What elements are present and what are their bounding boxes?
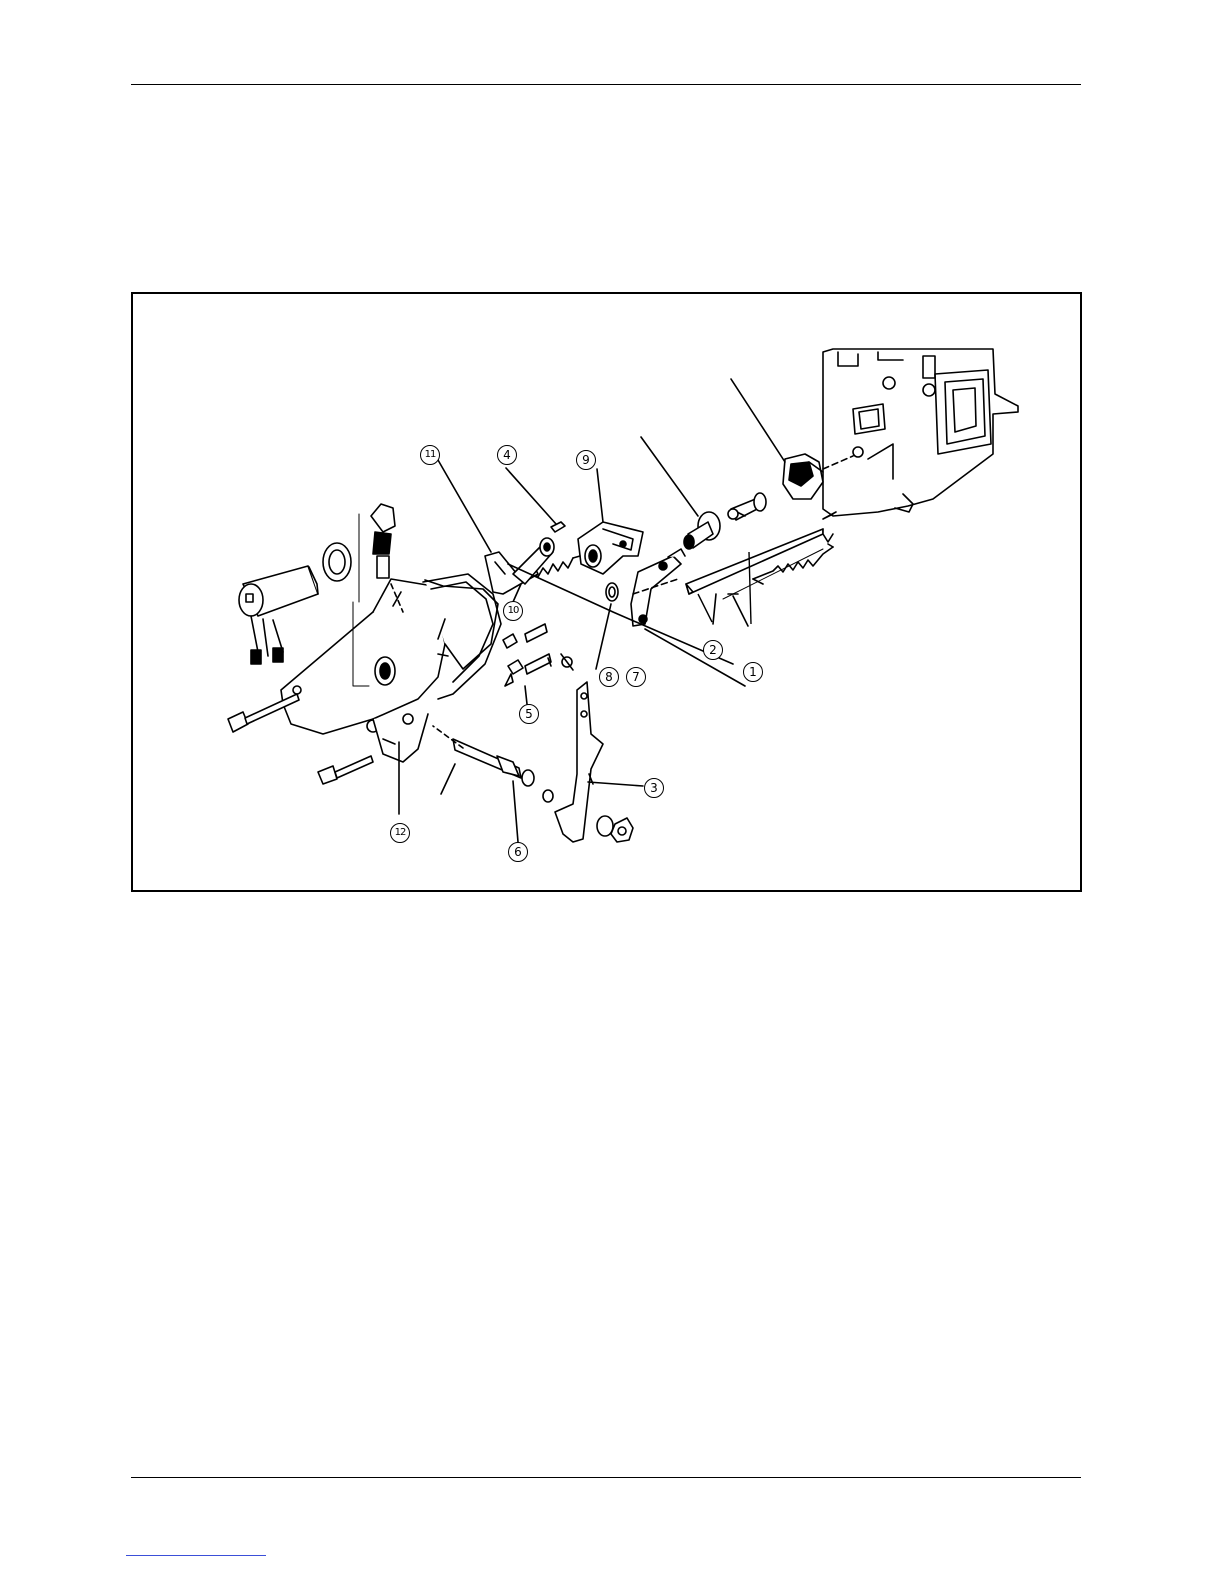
callout-9: 9 bbox=[576, 450, 596, 470]
callout-4: 4 bbox=[497, 445, 517, 465]
callout-10: 10 bbox=[503, 601, 523, 621]
callout-6: 6 bbox=[508, 842, 528, 862]
callout-leaders bbox=[133, 294, 1080, 890]
callout-5: 5 bbox=[519, 704, 539, 724]
footer-rule bbox=[131, 1477, 1081, 1478]
callout-8: 8 bbox=[599, 667, 619, 687]
exploded-view-figure: 11 4 9 10 8 7 2 1 5 3 12 6 bbox=[131, 292, 1082, 892]
callout-3: 3 bbox=[644, 778, 664, 798]
header-rule bbox=[131, 84, 1081, 85]
callout-7: 7 bbox=[626, 667, 646, 687]
callout-11: 11 bbox=[420, 445, 440, 465]
callout-1: 1 bbox=[743, 662, 763, 682]
callout-12: 12 bbox=[390, 823, 410, 843]
callout-2: 2 bbox=[703, 640, 723, 660]
footnote-rule bbox=[126, 1555, 266, 1556]
